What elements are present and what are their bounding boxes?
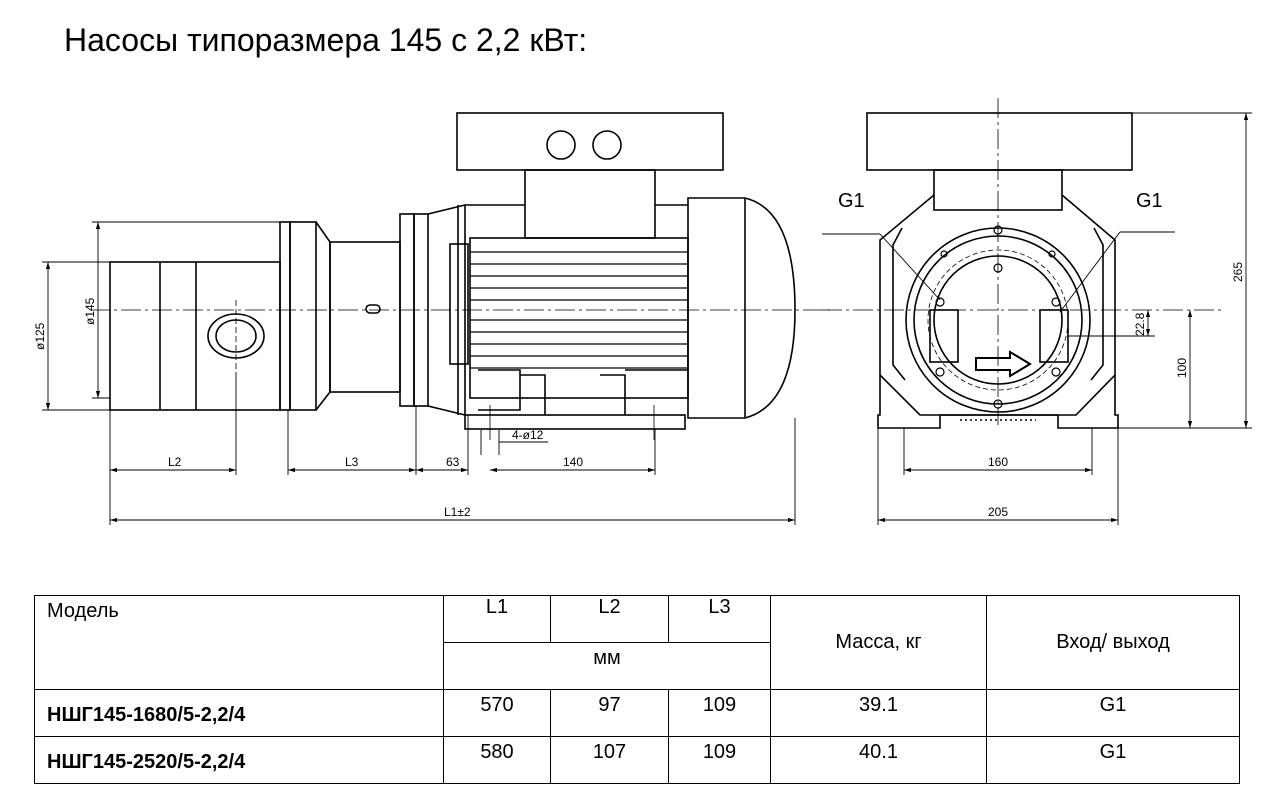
spec-table: Модель L1 L2 L3 Масса, кг Вход/ выход мм… — [34, 595, 1240, 784]
technical-drawing: ø125 ø145 L2 L3 63 140 4-ø12 L1±2 — [33, 98, 1252, 525]
port-label-left: G1 — [838, 190, 865, 212]
row-mass: 39.1 — [770, 689, 987, 737]
row-model: НШГ145-2520/5-2,2/4 — [34, 736, 444, 784]
table-row: НШГ145-2520/5-2,2/4 580 107 109 40.1 G1 — [34, 736, 1240, 784]
dim-l3: L3 — [345, 455, 359, 469]
row-port: G1 — [986, 736, 1240, 784]
table-row: НШГ145-1680/5-2,2/4 570 97 109 39.1 G1 — [34, 689, 1240, 737]
front-view — [822, 98, 1225, 429]
row-l1: 570 — [443, 689, 551, 737]
row-mass: 40.1 — [770, 736, 987, 784]
row-l3: 109 — [668, 736, 771, 784]
row-l2: 97 — [550, 689, 669, 737]
row-l3: 109 — [668, 689, 771, 737]
pump-head — [109, 261, 281, 411]
side-dimensions — [42, 221, 796, 525]
row-l1: 580 — [443, 736, 551, 784]
header-l1: L1 — [443, 595, 551, 643]
dim-d125: ø125 — [33, 322, 47, 350]
flow-arrow-icon — [975, 350, 1032, 378]
row-model: НШГ145-1680/5-2,2/4 — [34, 689, 444, 737]
dim-265: 265 — [1231, 262, 1245, 282]
dim-63: 63 — [446, 455, 460, 469]
header-model: Модель — [34, 595, 444, 690]
dim-160: 160 — [988, 455, 1008, 469]
side-dim-labels: ø125 ø145 L2 L3 63 140 4-ø12 L1±2 — [33, 297, 583, 519]
dim-22-8: 22.8 — [1133, 312, 1147, 336]
front-dimensions — [877, 112, 1252, 525]
dim-140: 140 — [563, 455, 583, 469]
header-unit: мм — [443, 642, 771, 690]
dim-holes: 4-ø12 — [512, 428, 544, 442]
page-title: Насосы типоразмера 145 с 2,2 кВт: — [64, 22, 588, 58]
side-view — [90, 112, 830, 440]
dim-205: 205 — [988, 505, 1008, 519]
dim-l1: L1±2 — [444, 505, 471, 519]
dim-d145: ø145 — [83, 297, 97, 325]
front-dim-labels: G1 G1 265 100 22.8 160 205 — [838, 190, 1245, 519]
row-port: G1 — [986, 689, 1240, 737]
header-port: Вход/ выход — [986, 595, 1240, 690]
dim-100: 100 — [1175, 358, 1189, 378]
port-label-right: G1 — [1136, 190, 1163, 212]
header-l2: L2 — [550, 595, 669, 643]
header-l3: L3 — [668, 595, 771, 643]
header-mass: Масса, кг — [770, 595, 987, 690]
row-l2: 107 — [550, 736, 669, 784]
dim-l2: L2 — [168, 455, 182, 469]
